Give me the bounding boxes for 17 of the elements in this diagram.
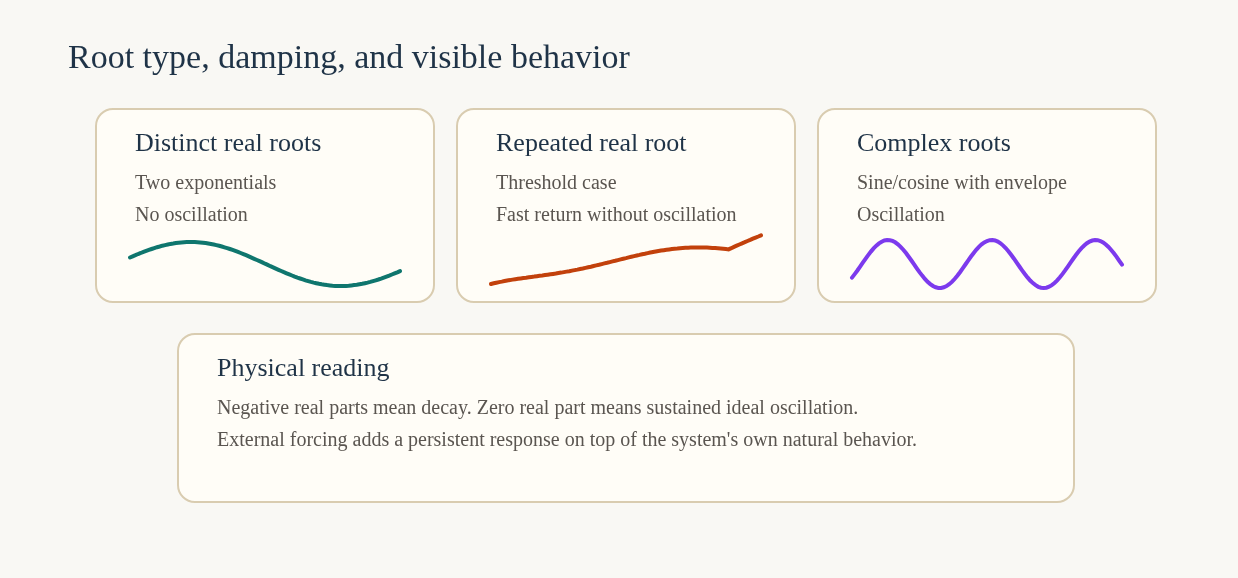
- diagram-title: Root type, damping, and visible behavior: [68, 38, 630, 76]
- info-card: [817, 108, 1157, 303]
- info-card: [95, 108, 435, 303]
- card-heading: Distinct real roots: [135, 130, 322, 156]
- card-text: Two exponentials: [135, 170, 277, 196]
- info-card: [456, 108, 796, 303]
- card-heading: Physical reading: [217, 355, 390, 381]
- card-text: Oscillation: [857, 202, 945, 227]
- card-text: Fast return without oscillation: [496, 202, 737, 227]
- card-text: Sine/cosine with envelope: [857, 170, 1067, 196]
- card-text: No oscillation: [135, 202, 248, 227]
- card-text: Negative real parts mean decay. Zero real part means sustained ideal oscillation.: [217, 395, 859, 421]
- card-heading: Complex roots: [857, 130, 1011, 156]
- card-text: External forcing adds a persistent response on top of the system's own natural behavior.: [217, 427, 918, 453]
- card-heading: Repeated real root: [496, 130, 687, 156]
- card-text: Threshold case: [496, 170, 617, 195]
- info-card: [177, 333, 1075, 503]
